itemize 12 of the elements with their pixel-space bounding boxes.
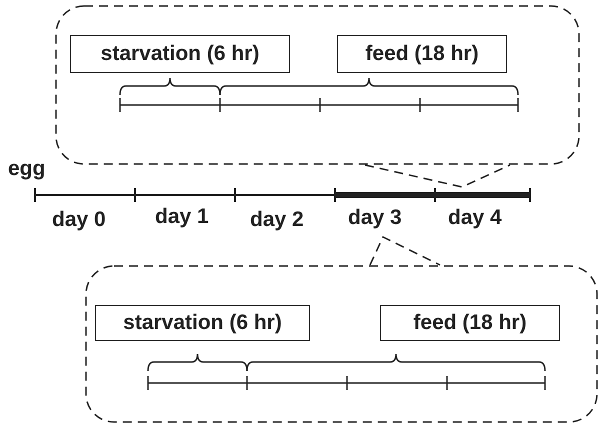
- callout-bubble: [55, 5, 580, 165]
- label-box: starvation (6 hr): [70, 35, 290, 73]
- day-label: day 0: [52, 208, 106, 232]
- label-box: feed (18 hr): [337, 35, 507, 73]
- day-label: day 3: [348, 206, 402, 230]
- day-label: day 4: [448, 206, 502, 230]
- label-box: feed (18 hr): [380, 305, 560, 341]
- day-label: day 1: [155, 205, 209, 229]
- label-box: starvation (6 hr): [95, 305, 310, 341]
- label: egg: [8, 157, 46, 181]
- callout-bubble: [85, 265, 598, 423]
- day-label: day 2: [250, 208, 304, 232]
